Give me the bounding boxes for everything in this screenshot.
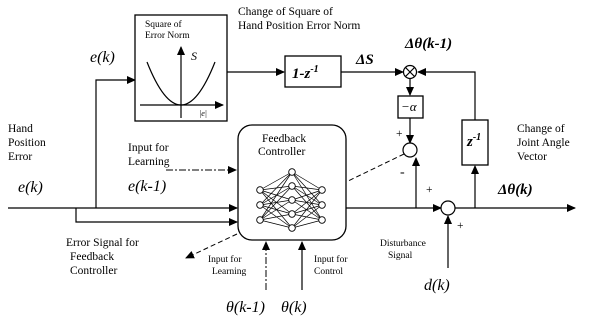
error-signal-line2: Feedback xyxy=(70,251,114,263)
neural-network-nodes xyxy=(256,168,326,232)
neural-network-icon xyxy=(259,171,323,229)
hand-error-label-1: Hand xyxy=(8,123,33,135)
error-signal-arrow xyxy=(185,233,238,259)
hand-error-math: e(k) xyxy=(18,179,43,196)
input-learning-line2: Learning xyxy=(128,156,170,168)
disturbance-line1: Disturbance xyxy=(380,239,426,249)
input-learning-math: e(k-1) xyxy=(128,178,166,195)
bottom-learning-math: θ(k-1) xyxy=(226,299,265,316)
change-joint-line1: Change of xyxy=(517,123,565,135)
square-box-line1: Square of xyxy=(145,19,183,30)
error-signal-line1: Error Signal for xyxy=(66,237,139,249)
summing-node-lower xyxy=(440,200,456,216)
change-square-line2: Hand Position Error Norm xyxy=(238,20,360,32)
alpha-gain-label: −α xyxy=(401,99,418,114)
branch-to-controller xyxy=(75,208,238,226)
change-joint-line2: Joint Angle xyxy=(517,137,570,149)
square-box-s: S xyxy=(191,49,197,63)
delta-s-label: ΔS xyxy=(355,52,374,68)
disturbance-math: d(k) xyxy=(424,277,450,294)
delay-block xyxy=(461,119,489,166)
delta-theta-k-label: Δθ(k) xyxy=(497,182,533,198)
sum2-plus-sign-bottom: + xyxy=(457,220,464,232)
bottom-learning-line1: Input for xyxy=(208,254,242,265)
summing-node-upper xyxy=(402,142,418,158)
disturbance-line2: Signal xyxy=(388,251,413,261)
feedback-controller-line2: Controller xyxy=(258,146,305,158)
e-k-top: e(k) xyxy=(90,49,115,66)
bottom-control-math: θ(k) xyxy=(281,299,307,316)
hand-error-label-3: Error xyxy=(8,151,32,163)
input-learning-line1: Input for xyxy=(128,142,169,154)
branch-to-square xyxy=(95,76,136,208)
error-signal-line3: Controller xyxy=(70,265,117,277)
change-square-line1: Change of Square of xyxy=(238,6,333,18)
sum1-plus-sign: + xyxy=(396,128,403,140)
delta-theta-km1-label: Δθ(k-1) xyxy=(404,36,452,52)
bottom-control-line2: Control xyxy=(314,267,343,277)
sum1-minus-sign: - xyxy=(400,165,405,180)
change-joint-line3: Vector xyxy=(517,151,547,163)
parabola-curve xyxy=(146,61,216,106)
square-box-abs-e: |e| xyxy=(199,109,207,118)
feedback-controller-line1: Feedback xyxy=(262,133,306,145)
bottom-control-line1: Input for xyxy=(314,254,348,265)
bottom-learning-line2: Learning xyxy=(212,267,247,277)
delay-to-multiplier-line xyxy=(417,68,476,120)
square-box-line2: Error Norm xyxy=(145,31,190,41)
difference-block-label: 1-z-1 xyxy=(292,64,319,82)
sum2-plus-sign-left: + xyxy=(426,184,433,196)
delay-block-label: z-1 xyxy=(466,132,481,150)
hand-error-label-2: Position xyxy=(8,137,46,149)
teaching-signal-line xyxy=(345,153,405,183)
